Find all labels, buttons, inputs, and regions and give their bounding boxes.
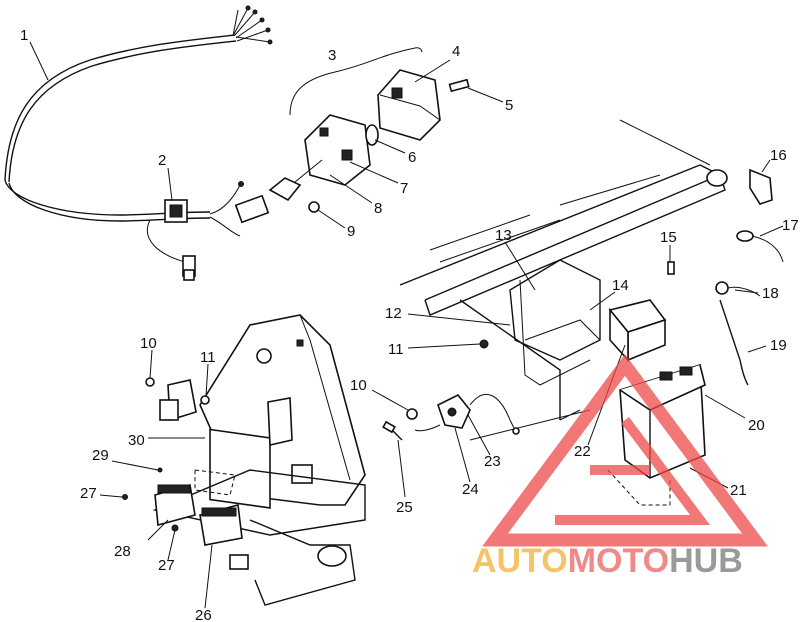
callout-labels: 1 2 3 4 5 6 7 8 9 10 11 10 11 12 13 14 1…	[20, 27, 799, 622]
frame-rails	[399, 119, 728, 441]
callout-8: 8	[374, 200, 382, 217]
callout-5: 5	[505, 97, 513, 114]
callout-20: 20	[748, 417, 765, 434]
wire-harness	[4, 5, 273, 281]
callout-17: 17	[782, 217, 799, 234]
watermark-moto: MOTO	[568, 542, 669, 580]
callout-10-left: 10	[140, 335, 157, 352]
callout-22: 22	[574, 443, 591, 460]
callout-10-right: 10	[350, 377, 367, 394]
svg-text:AUTOMOTOHUB: AUTOMOTOHUB	[472, 542, 743, 580]
watermark-text: AUTOMOTOHUB	[472, 542, 743, 580]
callout-30: 30	[128, 432, 145, 449]
callout-27-bottom: 27	[158, 557, 175, 574]
callout-18: 18	[762, 285, 779, 302]
callout-28: 28	[114, 543, 131, 560]
callout-3: 3	[328, 47, 336, 64]
callout-14: 14	[612, 277, 629, 294]
callout-25: 25	[396, 499, 413, 516]
callout-15: 15	[660, 229, 677, 246]
callout-29: 29	[92, 447, 109, 464]
callout-21: 21	[730, 482, 747, 499]
callout-27-left: 27	[80, 485, 97, 502]
callout-6: 6	[408, 149, 416, 166]
callout-2: 2	[158, 152, 166, 169]
callout-11-left: 11	[200, 349, 216, 366]
callout-23: 23	[484, 453, 501, 470]
watermark-auto: AUTO	[472, 542, 568, 580]
callout-13: 13	[495, 227, 512, 244]
callout-12: 12	[385, 305, 402, 322]
watermark-hub: HUB	[669, 542, 743, 580]
callout-7: 7	[400, 180, 408, 197]
mounting-plate	[122, 314, 403, 606]
callout-11-right: 11	[388, 341, 404, 358]
callout-9: 9	[347, 223, 355, 240]
callout-16: 16	[770, 147, 787, 164]
watermark-logo	[482, 354, 768, 547]
callout-1: 1	[20, 27, 28, 44]
small-parts-right	[667, 168, 784, 275]
callout-26: 26	[195, 607, 212, 622]
relay	[406, 339, 520, 435]
callout-24: 24	[462, 481, 479, 498]
tail-light-assembly	[268, 47, 470, 213]
callout-4: 4	[452, 43, 460, 60]
callout-19: 19	[770, 337, 787, 354]
